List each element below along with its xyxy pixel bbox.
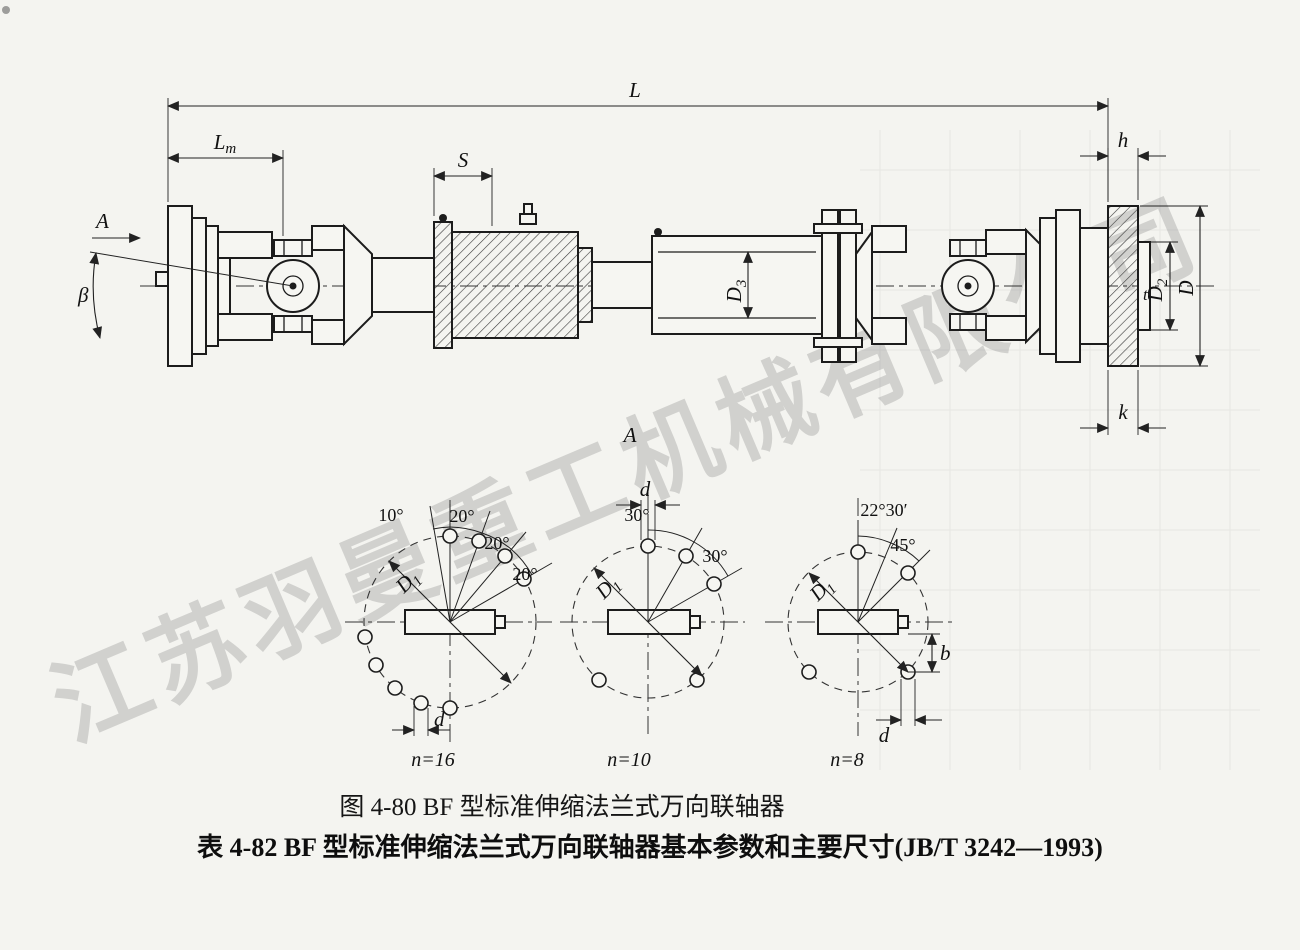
page-bleed-through	[2, 6, 1260, 770]
view-label-A: A	[94, 209, 109, 233]
dim-label-b: b	[940, 641, 951, 665]
dim-S: S	[433, 148, 493, 226]
view-direction-A: A	[92, 209, 141, 243]
dim-label-S: S	[458, 148, 469, 172]
hole-count-label: n=16	[411, 749, 455, 771]
dim-label-Lm: Lm	[213, 130, 237, 157]
dim-label-d: d	[640, 477, 651, 501]
angle-label: 10°	[378, 505, 403, 525]
dim-d: d	[392, 706, 450, 736]
scan-smudge	[2, 6, 10, 14]
angle-label: 20°	[484, 533, 509, 553]
dim-D2: D2	[1143, 241, 1178, 331]
dim-label-t: t	[1143, 285, 1149, 304]
yoke-arm-bottom	[217, 313, 273, 341]
end-flange-section	[1107, 205, 1139, 367]
dim-k: k	[1080, 370, 1166, 435]
hole-count-label: n=10	[607, 749, 651, 771]
shaft-neck	[591, 261, 653, 309]
bearing-cap-top	[273, 239, 313, 257]
bolt-pattern-n10: 30° 30° D1 d n=10	[560, 477, 745, 771]
yoke-taper	[343, 223, 373, 347]
dim-label-d: d	[879, 723, 890, 747]
flange-bolt-top	[813, 223, 863, 234]
dim-L: L	[167, 78, 1109, 202]
dim-label-D: D	[1174, 280, 1198, 296]
yoke-arm-top	[217, 231, 273, 259]
angle-label: 30°	[624, 505, 649, 525]
dim-label-beta: β	[77, 283, 89, 307]
dim-label-k: k	[1118, 400, 1128, 424]
flange-bolt-bottom	[813, 337, 863, 348]
bolt-dot	[439, 214, 447, 222]
bolt-circle	[363, 535, 537, 709]
main-assembly-drawing: D3	[77, 78, 1215, 447]
bearing-cap-bottom	[273, 315, 313, 333]
left-flange-key	[155, 271, 169, 287]
dim-label-d: d	[434, 707, 445, 731]
dim-b: b	[908, 633, 951, 673]
dim-label-h: h	[1118, 128, 1129, 152]
dim-label-D1: D1	[804, 573, 841, 610]
table-caption: 表 4-82 BF 型标准伸缩法兰式万向联轴器基本参数和主要尺寸(JB/T 32…	[197, 832, 1103, 862]
shaft-section	[371, 257, 435, 313]
left-flange-yoke	[155, 205, 435, 367]
bolt-pattern-n8: 22°30′ 45° D1 d b n=8	[765, 498, 952, 771]
bearing-cap-bottom	[949, 313, 987, 331]
dim-Lm: Lm	[167, 130, 284, 236]
dim-D1-line	[593, 567, 703, 677]
angle-label: 30°	[702, 546, 727, 566]
angle-label: 20°	[512, 564, 537, 584]
dim-D1-line	[808, 572, 909, 673]
angle-label: 22°30′	[860, 500, 907, 520]
bolt-pattern-n16: 10° 20° 20° 20° D1 d n=16	[345, 500, 553, 771]
figure-caption: 图 4-80 BF 型标准伸缩法兰式万向联轴器	[339, 793, 784, 821]
angle-beta: β	[77, 251, 294, 339]
bearing-cap-top	[949, 239, 987, 257]
dim-label-L: L	[628, 78, 641, 102]
left-flange-plate	[167, 205, 193, 367]
angle-label: 45°	[890, 535, 915, 555]
spline-sleeve	[433, 203, 593, 349]
dim-d: d	[876, 679, 942, 747]
dim-h: h	[1080, 128, 1166, 200]
companion-flanges	[813, 209, 863, 363]
dim-label-D1: D1	[590, 571, 627, 608]
middle-tube: D3	[591, 228, 823, 335]
section-label-A: A	[622, 423, 637, 447]
grease-nipple	[519, 213, 537, 225]
dim-d: d	[616, 477, 680, 540]
dim-D: D	[1140, 205, 1208, 367]
flange-spigot	[1137, 241, 1151, 331]
dim-label-D2: D2	[1143, 278, 1171, 302]
angle-label: 20°	[449, 506, 474, 526]
right-yoke-flange	[855, 205, 1151, 367]
weld-dot	[654, 228, 662, 236]
dim-D1-line	[388, 560, 512, 684]
dim-label-D3: D3	[722, 280, 750, 304]
hole-count-label: n=8	[830, 749, 864, 771]
